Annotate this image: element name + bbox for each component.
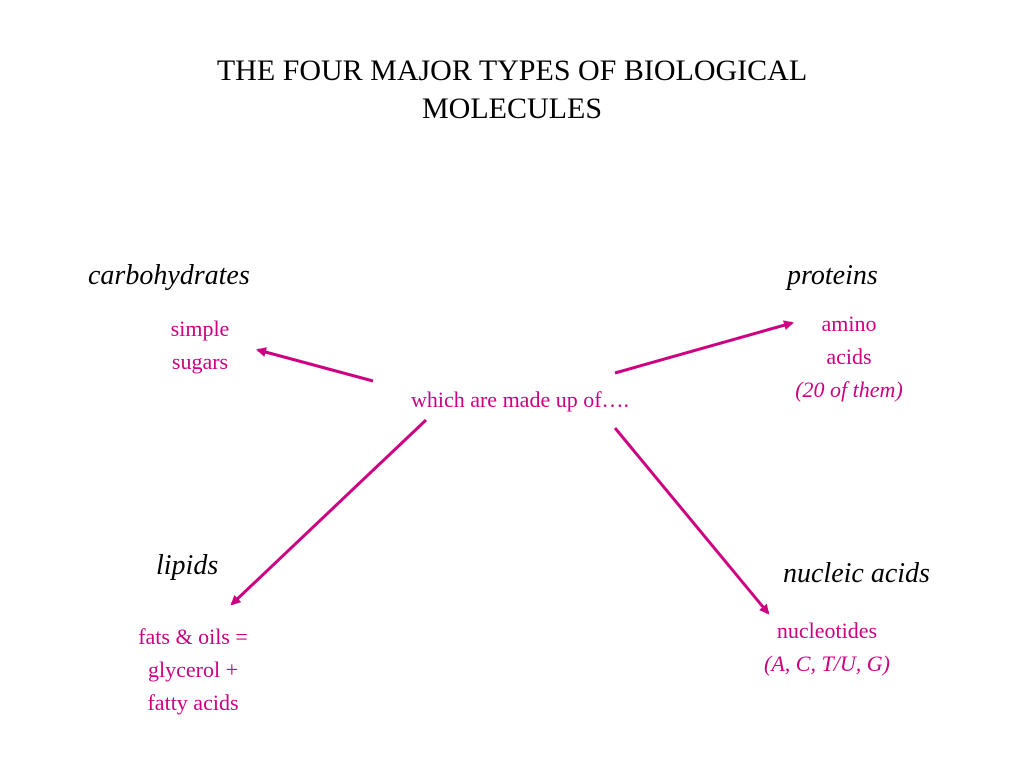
building-block-line: simple bbox=[170, 316, 230, 341]
category-carbohydrates: carbohydrates bbox=[88, 260, 250, 291]
arrow-to-lipids bbox=[230, 418, 428, 606]
proteins-building-block: amino acids (20 of them) bbox=[769, 307, 929, 406]
nucleic-acids-building-block: nucleotides (A, C, T/U, G) bbox=[737, 614, 917, 680]
building-block-line: nucleotides bbox=[776, 618, 878, 643]
carbohydrates-building-block: simple sugars bbox=[140, 312, 260, 378]
building-block-note: (A, C, T/U, G) bbox=[764, 651, 890, 676]
building-block-line: fatty acids bbox=[147, 690, 239, 715]
page-title: THE FOUR MAJOR TYPES OF BIOLOGICAL MOLEC… bbox=[112, 52, 912, 128]
title-line-1: THE FOUR MAJOR TYPES OF BIOLOGICAL bbox=[216, 54, 808, 87]
building-block-line: acids bbox=[826, 344, 872, 369]
building-block-line: glycerol + bbox=[148, 657, 238, 682]
center-label: which are made up of…. bbox=[410, 387, 630, 412]
building-block-note: (20 of them) bbox=[795, 377, 903, 402]
lipids-building-block: fats & oils = glycerol + fatty acids bbox=[108, 620, 278, 719]
category-proteins: proteins bbox=[787, 260, 878, 291]
building-block-line: amino bbox=[821, 311, 877, 336]
category-lipids: lipids bbox=[156, 550, 219, 581]
arrow-to-proteins bbox=[614, 320, 794, 375]
category-nucleic-acids: nucleic acids bbox=[783, 558, 930, 589]
title-line-2: MOLECULES bbox=[422, 92, 602, 125]
building-block-line: fats & oils = bbox=[138, 624, 248, 649]
building-block-line: sugars bbox=[171, 349, 229, 374]
arrow-to-nucleic-acids bbox=[613, 427, 770, 615]
arrow-to-carbohydrates bbox=[256, 347, 374, 383]
